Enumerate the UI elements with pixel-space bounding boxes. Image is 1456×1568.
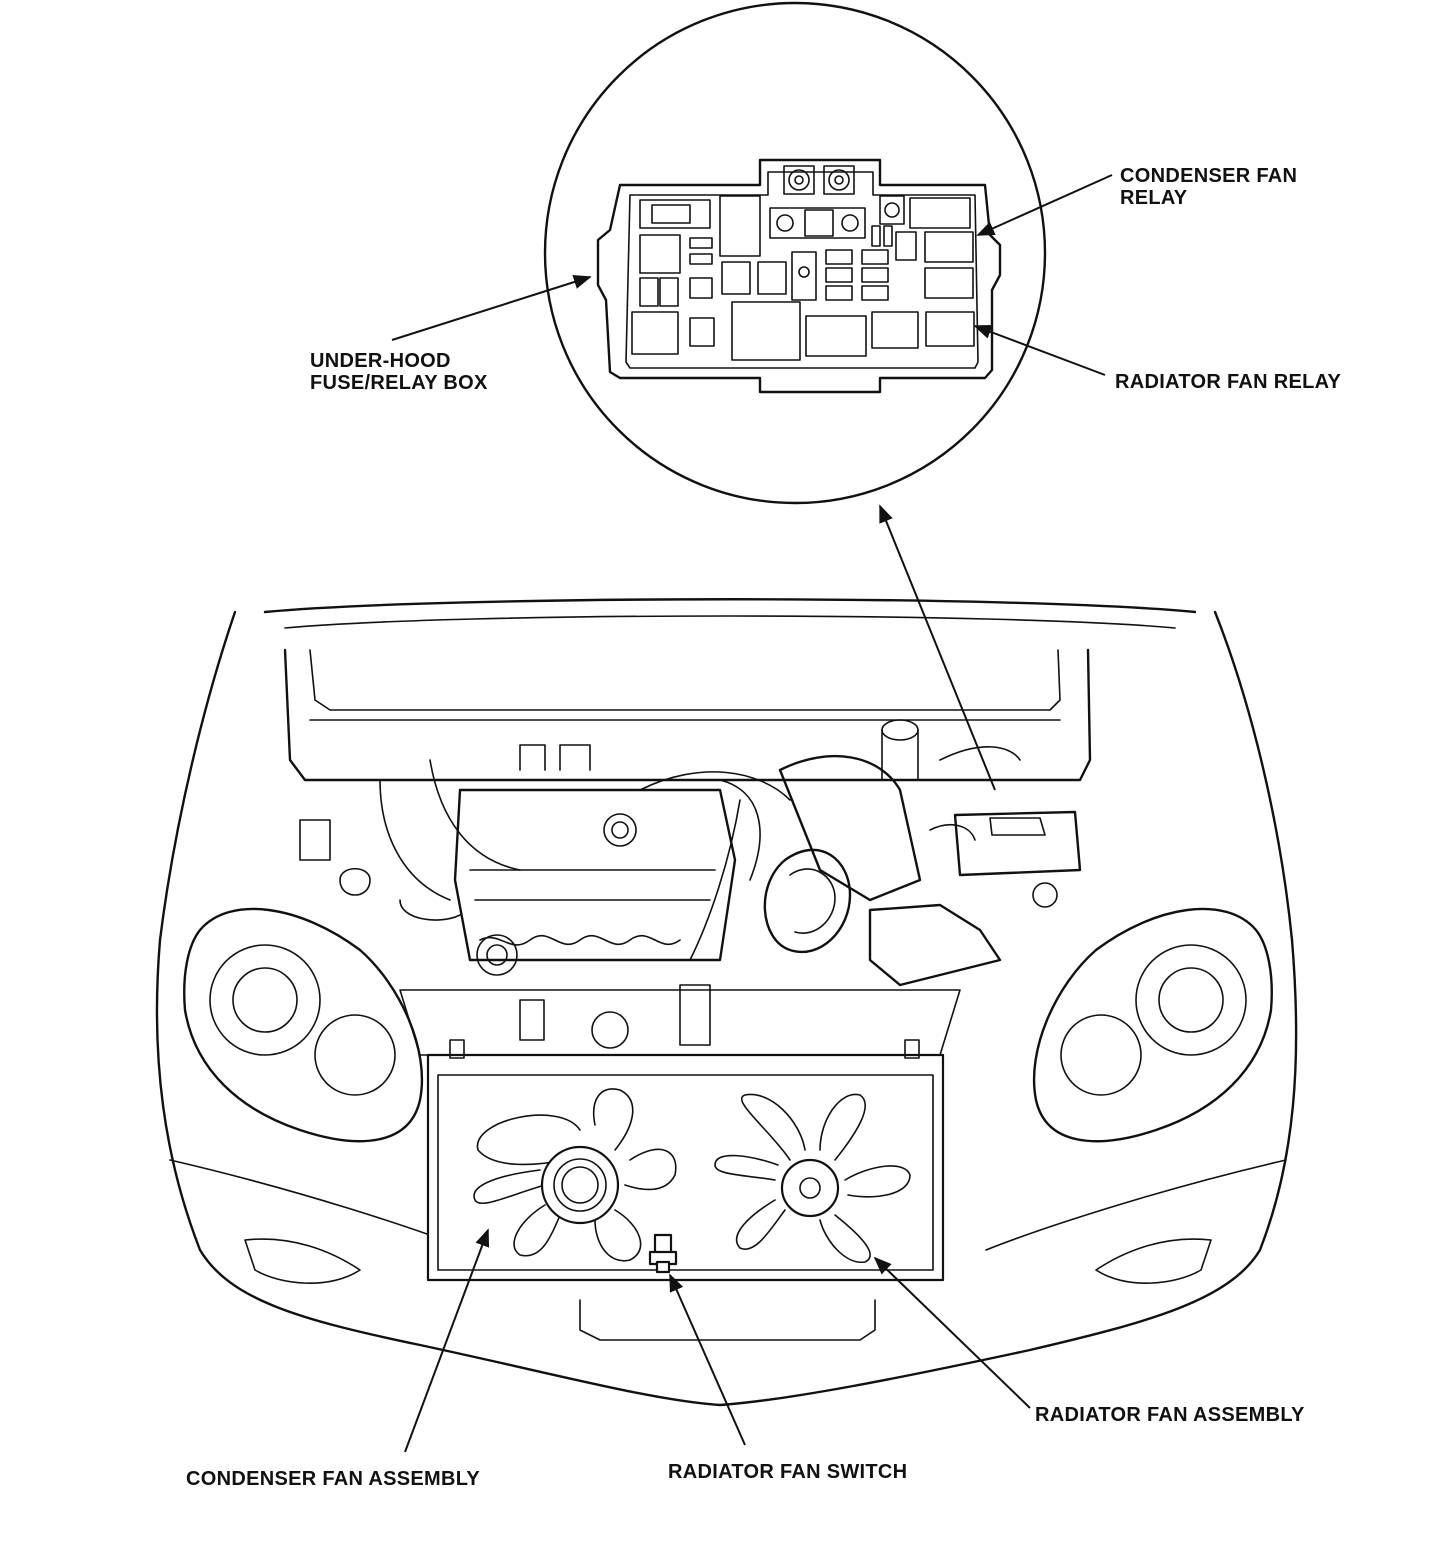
radiator-assembly (426, 1039, 945, 1282)
condenser-fan-relay-slot (924, 231, 974, 263)
coolant-reservoir (868, 903, 1002, 987)
label-radiator-fan-switch: RADIATOR FAN SWITCH (668, 1461, 907, 1483)
radiator-fan-switch (648, 1233, 678, 1274)
left-headlight (183, 907, 424, 1143)
air-intake (763, 719, 922, 953)
battery (953, 810, 1082, 908)
detail-circle (543, 1, 1047, 505)
right-headlight (1032, 907, 1273, 1143)
radiator-fan-relay-slot (925, 311, 975, 347)
car-front-view (155, 598, 1298, 1407)
fuse-relay-box-housing (596, 158, 1002, 394)
label-under-hood-fuse-box-line1: UNDER-HOOD (310, 350, 451, 372)
fuse-box-detail-view (543, 1, 1047, 505)
label-condenser-fan-relay-line2: RELAY (1120, 187, 1188, 209)
fuse-relay-slots (631, 195, 975, 361)
label-condenser-fan-assembly: CONDENSER FAN ASSEMBLY (186, 1468, 480, 1490)
label-condenser-fan-relay-line1: CONDENSER FAN (1120, 165, 1297, 187)
label-radiator-fan-assembly: RADIATOR FAN ASSEMBLY (1035, 1404, 1305, 1426)
hoses-and-cables (299, 744, 1021, 961)
label-under-hood-fuse-box-line2: FUSE/RELAY BOX (310, 372, 488, 394)
radiator-frame (426, 1053, 945, 1282)
radiator-fan (714, 1093, 911, 1263)
label-radiator-fan-relay: RADIATOR FAN RELAY (1115, 371, 1342, 393)
car-body-outline (155, 610, 1298, 1407)
condenser-fan (473, 1088, 677, 1262)
leader-lines (391, 174, 1113, 1453)
callout-labels: CONDENSER FAN RELAY UNDER-HOOD FUSE/RELA… (186, 165, 1342, 1490)
battery-terminal-posts (783, 165, 855, 195)
engine (453, 788, 737, 976)
